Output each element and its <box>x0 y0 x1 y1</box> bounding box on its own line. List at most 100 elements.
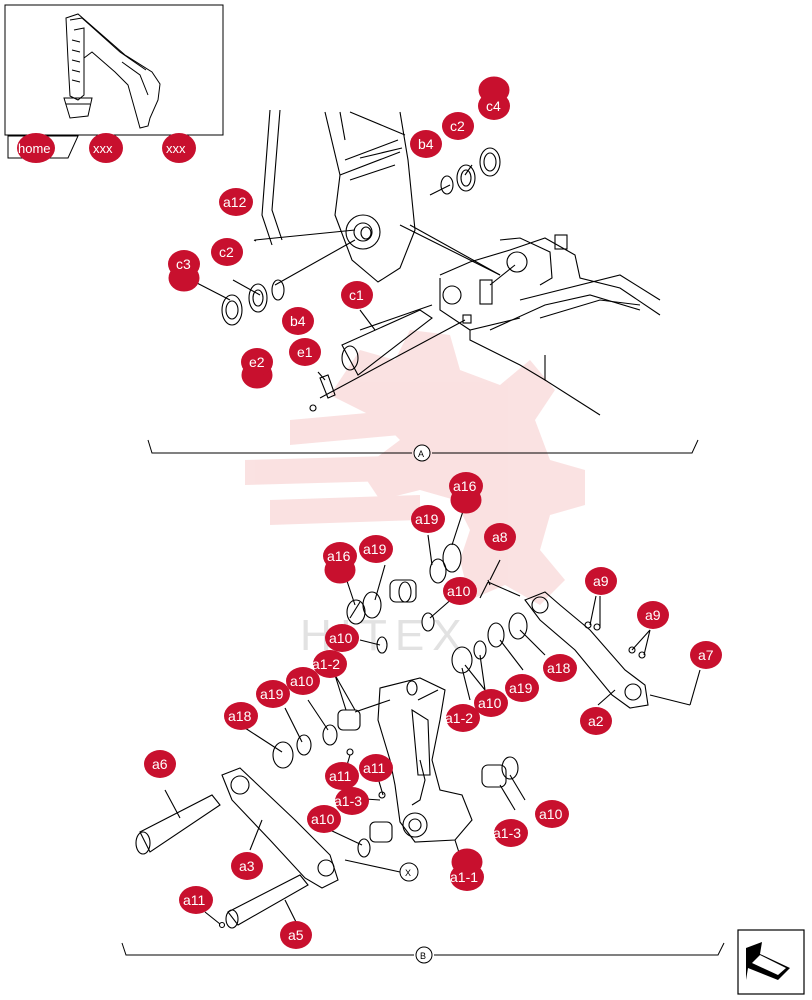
svg-text:a16: a16 <box>453 478 477 494</box>
callout-a19-left[interactable]: a19 <box>256 680 290 708</box>
svg-text:a10: a10 <box>290 673 314 689</box>
svg-text:a7: a7 <box>698 647 714 663</box>
callout-a16-left[interactable]: a16 <box>323 542 357 570</box>
callout-c4[interactable]: c4 <box>478 92 510 120</box>
callout-a19-left-top[interactable]: a19 <box>359 535 393 563</box>
callout-a6[interactable]: a6 <box>144 750 176 778</box>
callout-a1-2-upper[interactable]: a1-2 <box>312 650 347 678</box>
callout-b4-upper[interactable]: b4 <box>410 130 442 158</box>
callout-c2-upper[interactable]: c2 <box>442 112 474 140</box>
callout-a9-upper[interactable]: a9 <box>585 567 617 595</box>
callout-a11-bottom[interactable]: a11 <box>179 886 213 914</box>
next-page-button[interactable]: xxx <box>162 133 196 163</box>
svg-text:a11: a11 <box>183 892 206 908</box>
svg-text:a19: a19 <box>260 686 284 702</box>
callout-a10-lower-left[interactable]: a10 <box>307 805 341 833</box>
svg-text:a10: a10 <box>311 811 335 827</box>
callout-a10-mid[interactable]: a10 <box>325 624 359 652</box>
svg-text:a5: a5 <box>288 927 304 943</box>
svg-text:c3: c3 <box>176 256 191 272</box>
watermark-gear <box>245 330 585 605</box>
svg-text:a11: a11 <box>329 768 352 784</box>
section-a-bracket <box>147 439 699 454</box>
svg-text:a12: a12 <box>223 194 247 210</box>
svg-text:a11: a11 <box>363 760 386 776</box>
lower-assembly-drawing <box>135 504 701 929</box>
svg-text:c4: c4 <box>486 98 501 114</box>
svg-text:a10: a10 <box>329 630 353 646</box>
section-b-marker <box>415 946 433 964</box>
section-a-marker <box>413 444 431 462</box>
svg-text:a9: a9 <box>593 573 609 589</box>
svg-text:a2: a2 <box>588 713 604 729</box>
callout-a12[interactable]: a12 <box>219 188 253 216</box>
return-button[interactable] <box>737 929 805 995</box>
svg-text:a1-3: a1-3 <box>493 825 521 841</box>
callout-b4-lower[interactable]: b4 <box>282 307 314 335</box>
svg-text:b4: b4 <box>290 313 306 329</box>
callout-a10-upper[interactable]: a10 <box>443 577 477 605</box>
callout-a1-3-left[interactable]: a1-3 <box>334 787 369 815</box>
prev-page-button[interactable]: xxx <box>89 133 123 163</box>
svg-text:a1-2: a1-2 <box>445 710 473 726</box>
callout-c1[interactable]: c1 <box>341 281 373 309</box>
callout-a10-right[interactable]: a10 <box>474 689 508 717</box>
svg-text:a6: a6 <box>152 756 168 772</box>
callout-a19-top[interactable]: a19 <box>411 505 445 533</box>
callout-a11-center[interactable]: a11 <box>359 754 393 782</box>
callout-a1-3-right[interactable]: a1-3 <box>493 819 528 847</box>
svg-text:a1-3: a1-3 <box>334 793 362 809</box>
callout-a8[interactable]: a8 <box>484 523 516 551</box>
svg-text:c2: c2 <box>219 244 234 260</box>
svg-text:a10: a10 <box>478 695 502 711</box>
svg-text:e2: e2 <box>249 354 265 370</box>
callout-a9-lower[interactable]: a9 <box>637 601 669 629</box>
svg-text:a19: a19 <box>415 511 439 527</box>
callout-a1-1[interactable]: a1-1 <box>450 863 484 891</box>
callout-a2[interactable]: a2 <box>580 707 612 735</box>
svg-text:a1-2: a1-2 <box>312 656 340 672</box>
callout-e1[interactable]: e1 <box>289 338 321 366</box>
callout-a10-left[interactable]: a10 <box>286 667 320 695</box>
callout-a18-right[interactable]: a18 <box>543 654 577 682</box>
callout-a3[interactable]: a3 <box>231 852 263 880</box>
reference-x-label: X <box>405 868 411 878</box>
callout-a7[interactable]: a7 <box>690 641 722 669</box>
svg-text:b4: b4 <box>418 136 434 152</box>
svg-text:a18: a18 <box>547 660 571 676</box>
excavator-thumbnail-icon <box>63 13 161 129</box>
svg-text:a10: a10 <box>539 806 563 822</box>
callout-c2-left[interactable]: c2 <box>211 238 243 266</box>
svg-text:a10: a10 <box>447 583 471 599</box>
svg-text:c1: c1 <box>349 287 364 303</box>
callout-a1-2-lower[interactable]: a1-2 <box>445 704 480 732</box>
home-button[interactable]: home <box>17 133 55 163</box>
svg-text:e1: e1 <box>297 344 313 360</box>
svg-text:a19: a19 <box>363 541 387 557</box>
svg-text:a1-1: a1-1 <box>450 869 478 885</box>
svg-text:a18: a18 <box>228 708 252 724</box>
svg-text:a9: a9 <box>645 607 661 623</box>
callout-a5[interactable]: a5 <box>280 921 312 949</box>
callout-a11-left[interactable]: a11 <box>325 762 359 790</box>
home-label: home <box>18 141 51 156</box>
callout-a18-left[interactable]: a18 <box>224 702 258 730</box>
callout-a16-right[interactable]: a16 <box>449 472 483 500</box>
upper-assembly-drawing <box>194 109 661 416</box>
svg-text:a3: a3 <box>239 858 255 874</box>
section-a-label: A <box>418 449 424 459</box>
section-b-bracket <box>121 942 725 956</box>
svg-text:a8: a8 <box>492 529 508 545</box>
callout-e2[interactable]: e2 <box>241 348 273 376</box>
next-page-label: xxx <box>166 141 186 156</box>
svg-text:c2: c2 <box>450 118 465 134</box>
callout-c3[interactable]: c3 <box>168 250 200 278</box>
callout-a10-lower-right[interactable]: a10 <box>535 800 569 828</box>
section-b-label: B <box>420 951 426 961</box>
svg-text:a16: a16 <box>327 548 351 564</box>
svg-text:a19: a19 <box>509 680 533 696</box>
callout-a19-right[interactable]: a19 <box>505 674 539 702</box>
reference-x-marker <box>399 862 419 882</box>
